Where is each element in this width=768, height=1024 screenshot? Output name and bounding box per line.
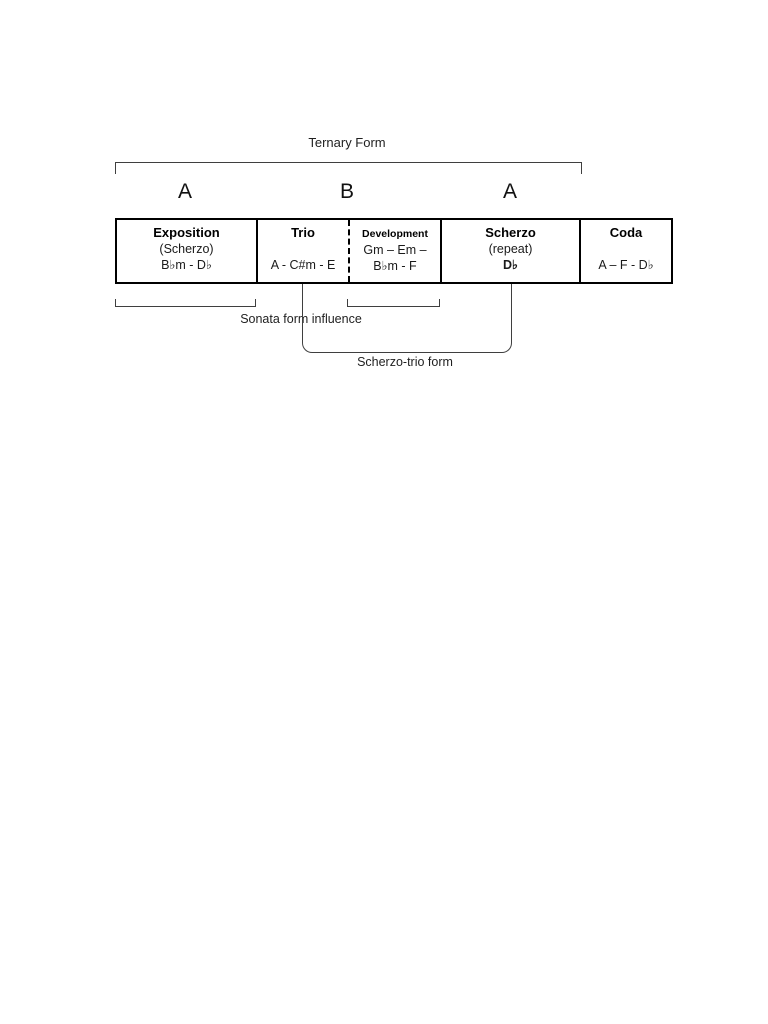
box-title: Exposition	[153, 225, 220, 240]
box-chords: A - C#m - E	[270, 258, 336, 272]
form-box-trio: Trio A - C#m - E	[256, 220, 348, 282]
scherzo-trio-form-label: Scherzo-trio form	[357, 355, 453, 369]
box-chords-line-1: Gm – Em –	[363, 243, 427, 257]
box-chords: B♭m - D♭	[161, 258, 212, 272]
section-letter-a-second: A	[502, 180, 517, 203]
form-box-coda: Coda A – F - D♭	[579, 220, 671, 282]
sonata-bracket-exposition	[115, 299, 256, 307]
ternary-form-bracket	[115, 162, 582, 174]
sonata-bracket-development	[347, 299, 440, 307]
section-letter-b: B	[339, 180, 354, 203]
box-title: Development	[362, 228, 428, 240]
form-box-exposition: Exposition (Scherzo) B♭m - D♭	[117, 220, 256, 282]
box-key: D♭	[503, 258, 518, 272]
scherzo-trio-bracket	[302, 284, 512, 353]
box-title: Coda	[609, 225, 643, 240]
box-chords: A – F - D♭	[598, 258, 654, 272]
box-subtitle: (Scherzo)	[159, 242, 214, 256]
box-subtitle: (repeat)	[488, 242, 533, 256]
section-letter-a-first: A	[177, 180, 192, 203]
sonata-form-influence-label: Sonata form influence	[240, 312, 362, 326]
box-title: Scherzo	[485, 225, 536, 240]
diagram-title: Ternary Form	[308, 135, 386, 150]
box-chords-line-2: B♭m - F	[373, 259, 417, 273]
form-boxes-row: Exposition (Scherzo) B♭m - D♭ Trio A - C…	[115, 218, 673, 284]
box-title: Trio	[291, 225, 315, 240]
form-box-scherzo: Scherzo (repeat) D♭	[440, 220, 579, 282]
form-box-development: Development Gm – Em – B♭m - F	[348, 220, 440, 282]
